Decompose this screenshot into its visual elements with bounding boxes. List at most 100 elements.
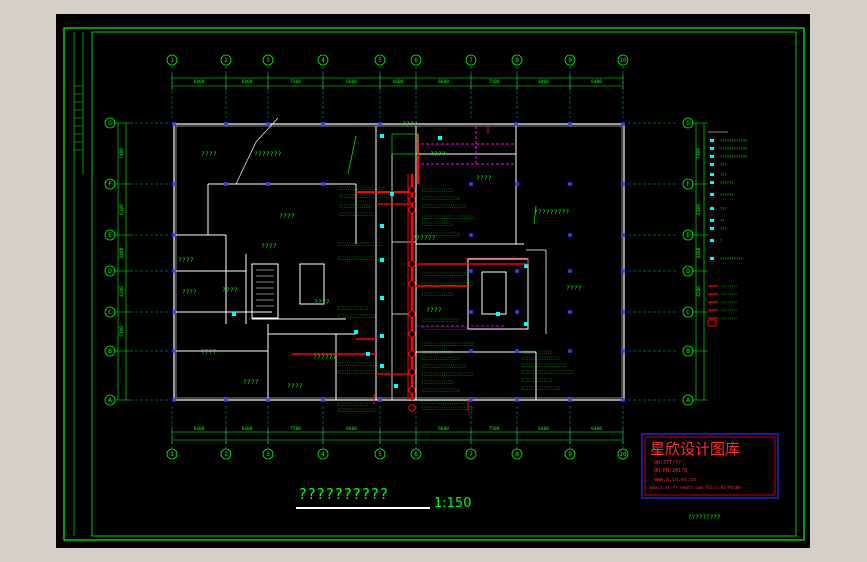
circuit-annotation bbox=[421, 188, 453, 192]
legend: ????????????????????????????????????????… bbox=[707, 131, 747, 327]
legend-item: ? bbox=[720, 238, 722, 243]
legend-symbol bbox=[710, 227, 714, 230]
fixture-square bbox=[568, 269, 572, 273]
axis-label: 5 bbox=[378, 451, 382, 458]
riser-node bbox=[408, 330, 416, 338]
fixture-square bbox=[621, 310, 625, 314]
circuit-annotation bbox=[421, 282, 474, 286]
room-label: ???? bbox=[402, 120, 418, 128]
title-block-inner bbox=[644, 436, 776, 496]
fixture-square bbox=[621, 349, 625, 353]
legend-symbol bbox=[710, 239, 714, 242]
fixture-square bbox=[172, 398, 176, 402]
axis-bubble bbox=[682, 345, 694, 357]
legend-symbol bbox=[710, 181, 714, 184]
axis-bubble bbox=[220, 448, 232, 460]
circuit-annotation bbox=[521, 350, 553, 354]
axis-bubble bbox=[317, 448, 329, 460]
junction-square bbox=[380, 364, 384, 368]
circuit-annotation bbox=[339, 212, 378, 216]
circuit-annotation bbox=[337, 306, 369, 310]
fixture-square bbox=[621, 122, 625, 126]
axis-bubble bbox=[682, 394, 694, 406]
circuit-annotation bbox=[521, 356, 560, 360]
axis-bubble bbox=[104, 306, 116, 318]
dim-top-seg-text: 6400 bbox=[194, 79, 205, 85]
dim-bottom-seg-text: 6400 bbox=[591, 426, 602, 432]
fixture-square bbox=[515, 182, 519, 186]
fixture-square bbox=[172, 269, 176, 273]
axis-label: C bbox=[108, 309, 112, 316]
dim-top-seg-text: 7500 bbox=[290, 79, 301, 85]
circuit-annotation bbox=[337, 362, 383, 366]
circuit-annotation bbox=[421, 196, 460, 200]
fixture-square bbox=[378, 398, 382, 402]
legend-item: ??? bbox=[720, 226, 727, 231]
room-label: ???? bbox=[279, 212, 295, 220]
junction-square bbox=[232, 312, 236, 316]
title-block-line2: QQ:PR/201?8 bbox=[654, 468, 687, 474]
axis-bubble bbox=[104, 117, 116, 129]
fixture-square bbox=[172, 233, 176, 237]
axis-label: D bbox=[686, 268, 690, 275]
title-block-brand: 星欣设计图库 bbox=[650, 440, 740, 458]
circuit-annotation bbox=[421, 326, 467, 330]
fixture-square bbox=[266, 398, 270, 402]
axis-label: 3 bbox=[266, 451, 270, 458]
circuit-annotation bbox=[421, 350, 453, 354]
circuit-annotation bbox=[339, 194, 392, 198]
axis-label: G bbox=[108, 120, 112, 127]
circuit-annotation bbox=[421, 318, 460, 322]
axis-bubble bbox=[104, 229, 116, 241]
circuit-annotation bbox=[337, 402, 369, 406]
axis-label: 1 bbox=[170, 451, 174, 458]
axis-label: 7 bbox=[469, 57, 473, 64]
elevator-core bbox=[299, 263, 325, 305]
axis-label: 5 bbox=[378, 57, 382, 64]
circuit-annotation bbox=[337, 314, 376, 318]
axis-label: 8 bbox=[515, 451, 519, 458]
axis-bubble bbox=[465, 54, 477, 66]
circuit-annotation bbox=[421, 364, 467, 368]
circuit-annotation bbox=[421, 372, 474, 376]
axis-bubble bbox=[166, 54, 178, 66]
legend-item: ???????????? bbox=[720, 138, 747, 143]
legend-symbol bbox=[710, 257, 714, 260]
right-panel bbox=[810, 14, 867, 548]
axis-label: 8 bbox=[515, 57, 519, 64]
dimension-lines bbox=[114, 66, 708, 450]
fixture-square bbox=[568, 182, 572, 186]
legend-symbol bbox=[710, 173, 714, 176]
stair-core bbox=[251, 263, 279, 319]
leader bbox=[347, 135, 357, 175]
dim-top-seg-text: 6600 bbox=[393, 79, 404, 85]
sheet-note: ????????? bbox=[688, 514, 721, 521]
axis-bubble bbox=[374, 448, 386, 460]
inner-frame bbox=[91, 31, 797, 537]
legend-item: ?? bbox=[720, 218, 725, 223]
axis-label: A bbox=[686, 397, 690, 404]
circuit-annotation bbox=[421, 204, 467, 208]
legend-red-box bbox=[707, 319, 717, 327]
axis-label: 10 bbox=[619, 57, 627, 64]
riser-node bbox=[408, 196, 416, 204]
circuit-annotation bbox=[421, 232, 460, 236]
fixture-square bbox=[172, 182, 176, 186]
circuit-annotation bbox=[421, 380, 453, 384]
fixture-square bbox=[172, 349, 176, 353]
axis-bubble bbox=[104, 178, 116, 190]
axis-label: 4 bbox=[321, 451, 325, 458]
junction-square bbox=[380, 296, 384, 300]
dim-left-seg-text: 4400 bbox=[119, 247, 125, 258]
fixture-square bbox=[321, 182, 325, 186]
title-block-line3: www.x.in.ec.cn bbox=[654, 477, 696, 483]
circuit-annotation bbox=[339, 186, 385, 190]
axis-label: E bbox=[686, 232, 690, 239]
fixture-square bbox=[469, 269, 473, 273]
axis-bubble bbox=[317, 54, 329, 66]
circuit-annotation bbox=[521, 363, 567, 367]
axis-bubble bbox=[682, 117, 694, 129]
circuit-annotation bbox=[521, 386, 560, 390]
